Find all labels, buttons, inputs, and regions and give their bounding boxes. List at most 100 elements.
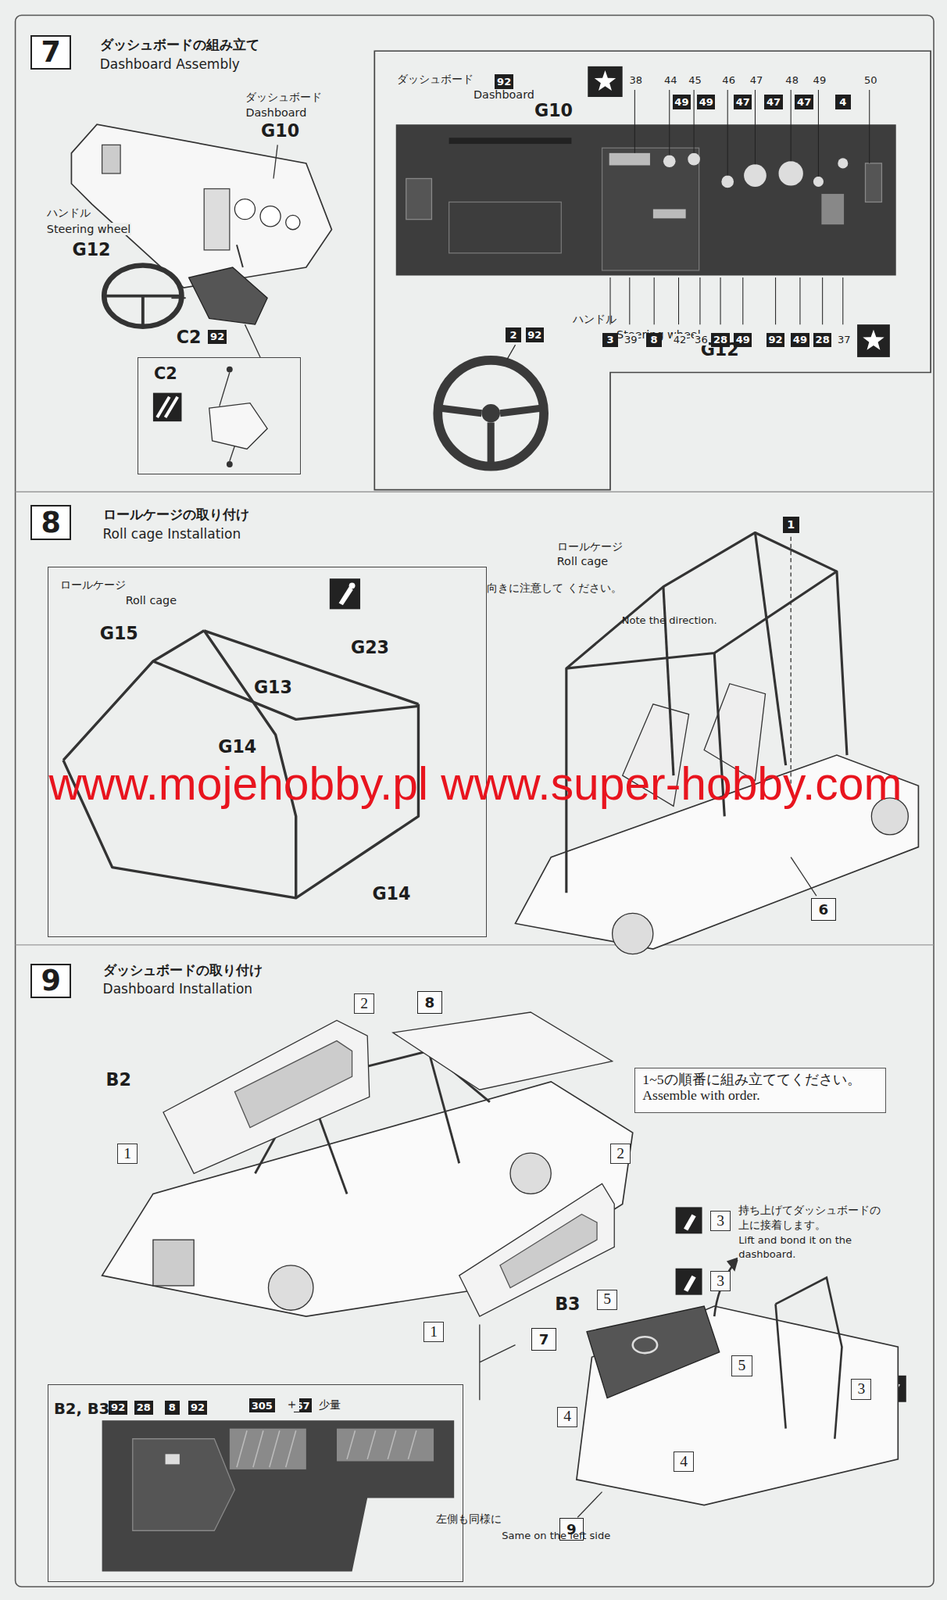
order-number: 1 <box>117 1143 138 1164</box>
detail-panel: C2 <box>137 357 301 475</box>
order-number: 5 <box>596 1289 618 1310</box>
note-icon-box <box>675 1268 703 1295</box>
note-icon-mark <box>683 1275 697 1292</box>
node-text: 5 <box>603 1290 612 1308</box>
lift-arrow-head <box>726 1256 740 1271</box>
node-text: 92 <box>110 1400 126 1413</box>
note-text: Dashboard Installation <box>102 981 254 998</box>
cement-icon-mark <box>165 396 179 418</box>
gauge <box>721 175 734 189</box>
node-text: 9 <box>41 964 61 998</box>
order-number: 2 <box>353 993 375 1014</box>
order-number: 4 <box>557 1406 578 1427</box>
note-box: 1~5の順番に組み立ててください。Assemble with order. <box>634 1067 886 1112</box>
wheel-spoke <box>440 407 482 414</box>
wheel-hub <box>481 403 501 422</box>
wheel-spoke <box>141 296 145 326</box>
node-text: 2 <box>616 1144 625 1163</box>
step-divider <box>15 943 934 945</box>
part-label: G15 <box>99 623 140 644</box>
paint-number: 49 <box>733 332 752 347</box>
leader-line <box>634 89 636 154</box>
note-text: ロールケージ <box>556 539 624 554</box>
stripe <box>236 1429 247 1467</box>
paint-number: 49 <box>790 332 809 347</box>
node-text: 49 <box>736 333 751 346</box>
paint-number: 47 <box>794 94 813 109</box>
node-text: 49 <box>793 333 808 346</box>
node-text: 5 <box>738 1356 747 1375</box>
leader-line <box>577 1491 602 1518</box>
paint-number: 47 <box>764 94 783 109</box>
node-text: 92 <box>527 328 542 341</box>
paint-number: 8 <box>646 332 662 347</box>
dashboard-painted <box>396 124 897 276</box>
door-pocket <box>336 1428 434 1462</box>
paint-number: 92 <box>525 327 544 342</box>
step-title: ダッシュボードの組み立て <box>99 37 261 54</box>
node-text: 7 <box>41 35 61 69</box>
door-trim <box>132 1438 236 1530</box>
leader-line <box>628 277 630 325</box>
part-number: 48 <box>784 74 800 86</box>
paint-number: 8 <box>164 1400 181 1415</box>
part-label: G10 <box>260 121 301 142</box>
step-title: ダッシュボードの取り付け <box>102 962 264 979</box>
note-text: 少量 <box>318 1397 342 1412</box>
order-number: 2 <box>610 1143 631 1164</box>
paint-number: 92 <box>188 1400 207 1415</box>
note-icon <box>675 1206 703 1233</box>
cage-tube <box>203 630 419 704</box>
vent <box>102 144 122 174</box>
note-icon-box <box>675 1206 703 1233</box>
leader-line <box>754 89 756 165</box>
node-text: 47 <box>766 96 781 108</box>
paint-number: 2 <box>505 327 522 342</box>
order-number: 3 <box>710 1270 731 1291</box>
stripe <box>346 1429 355 1459</box>
stripe <box>387 1429 396 1459</box>
paint-number: 4 <box>835 94 851 109</box>
paint-number: 92 <box>494 74 513 89</box>
node-text: 47 <box>736 96 751 108</box>
gauge <box>779 160 804 186</box>
note-icon-box <box>329 578 361 609</box>
leader-line <box>273 144 278 179</box>
leader-line <box>507 344 515 359</box>
node-text: 2 <box>360 994 369 1013</box>
radiator <box>153 1239 194 1286</box>
paint-number: 3 <box>602 332 619 347</box>
column-part <box>189 267 269 325</box>
part-label: B3 <box>553 1293 581 1315</box>
gauge <box>837 157 848 168</box>
stripe <box>253 1429 264 1467</box>
stripe <box>269 1429 280 1467</box>
gauge <box>260 206 281 227</box>
note-text: Dashboard <box>244 106 308 120</box>
chassis <box>576 1305 898 1505</box>
node-text: 47 <box>796 96 812 108</box>
node-text: 4 <box>679 1452 688 1471</box>
panel-text: 向きに注意して ください。 <box>486 581 622 594</box>
part-number: 44 <box>663 74 679 86</box>
callout-number: 8 <box>417 990 442 1014</box>
paint-number: 305 <box>249 1397 275 1412</box>
leader-line <box>727 89 729 176</box>
cage-tube <box>754 532 786 765</box>
order-number: 4 <box>673 1450 694 1472</box>
switch-panel <box>609 153 651 166</box>
panel-text: ダッシュボード <box>396 72 474 86</box>
leader-line <box>818 89 819 177</box>
step-number: 7 <box>30 35 72 70</box>
leader-line <box>699 277 701 325</box>
cage-tube <box>775 1303 787 1428</box>
node-text: 6 <box>818 900 830 918</box>
steering-wheel <box>437 360 544 467</box>
part-label: G23 <box>350 637 390 658</box>
panel-text: Note the direction. <box>621 614 718 626</box>
star-box <box>587 66 622 97</box>
part-label: G14 <box>217 736 258 758</box>
node-text: 49 <box>674 96 689 108</box>
note-text: Roll cage <box>556 554 609 569</box>
note-text: Roll cage Installation <box>102 526 243 543</box>
